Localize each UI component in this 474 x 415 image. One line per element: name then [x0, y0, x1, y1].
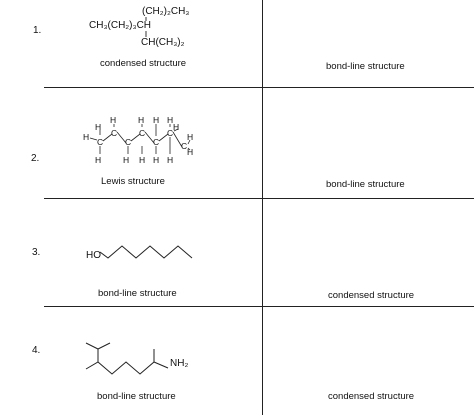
lewis-bond: [187, 147, 191, 151]
row-1-right-label: bond-line structure: [326, 61, 405, 72]
lewis-hydrogen-7: H: [139, 155, 145, 165]
lewis-carbon-4: C: [139, 128, 145, 138]
row-3-left-label: bond-line structure: [98, 288, 177, 299]
row-3-number: 3.: [32, 247, 41, 258]
row-1-number: 1.: [33, 25, 42, 36]
lewis-bond: [102, 133, 113, 142]
row-divider-3: [44, 306, 474, 308]
lewis-hydrogen-8: H: [153, 115, 159, 125]
lewis-bond: [130, 133, 141, 142]
lewis-bond: [158, 133, 169, 142]
row-2-right-label: bond-line structure: [326, 179, 405, 190]
lewis-carbon-2: C: [111, 128, 117, 138]
row-1-formula-bottom: CH(CH₃)₂: [141, 37, 185, 48]
lewis-bond: [89, 137, 98, 141]
lewis-hydrogen-5: H: [123, 155, 129, 165]
lewis-hydrogen-1: H: [83, 132, 89, 142]
lewis-hydrogen-3: H: [95, 155, 101, 165]
lewis-hydrogen-13: H: [187, 132, 193, 142]
lewis-carbon-7: C: [181, 141, 187, 151]
row-4-nh2-label: NH₂: [170, 358, 189, 369]
lewis-bond: [172, 131, 183, 148]
row-3-ho-label: HO: [86, 250, 101, 261]
row-2-left-label: Lewis structure: [101, 176, 165, 187]
lewis-carbon-3: C: [125, 137, 131, 147]
lewis-hydrogen-9: H: [153, 155, 159, 165]
row-1-formula-mid: CH₃(CH₂)₃CH: [89, 20, 152, 31]
row-1-left-label: condensed structure: [100, 58, 187, 69]
lewis-hydrogen-11: H: [167, 155, 173, 165]
lewis-bond: [173, 128, 179, 132]
lewis-carbon-5: C: [153, 137, 159, 147]
row-4-right-label: condensed structure: [328, 391, 415, 402]
lewis-bond: [187, 139, 191, 145]
lewis-hydrogen-6: H: [138, 115, 144, 125]
lewis-hydrogen-10: H: [167, 115, 173, 125]
lewis-carbon-1: C: [97, 137, 103, 147]
column-divider: [262, 0, 264, 415]
lewis-hydrogen-14: H: [187, 147, 193, 157]
lewis-hydrogen-2: H: [95, 122, 101, 132]
lewis-hydrogen-4: H: [110, 115, 116, 125]
row-2-number: 2.: [31, 153, 40, 164]
lewis-bond: [144, 131, 155, 144]
lewis-carbon-6: C: [167, 128, 173, 138]
lewis-hydrogen-12: H: [173, 122, 179, 132]
row-divider-1: [44, 87, 474, 89]
row-3-right-label: condensed structure: [328, 290, 415, 301]
row-4-left-label: bond-line structure: [97, 391, 176, 402]
row-divider-2: [44, 198, 474, 200]
row-1-formula-top: (CH₂)₂CH₃: [142, 6, 190, 17]
lewis-bond: [116, 131, 127, 144]
row-4-number: 4.: [32, 345, 41, 356]
